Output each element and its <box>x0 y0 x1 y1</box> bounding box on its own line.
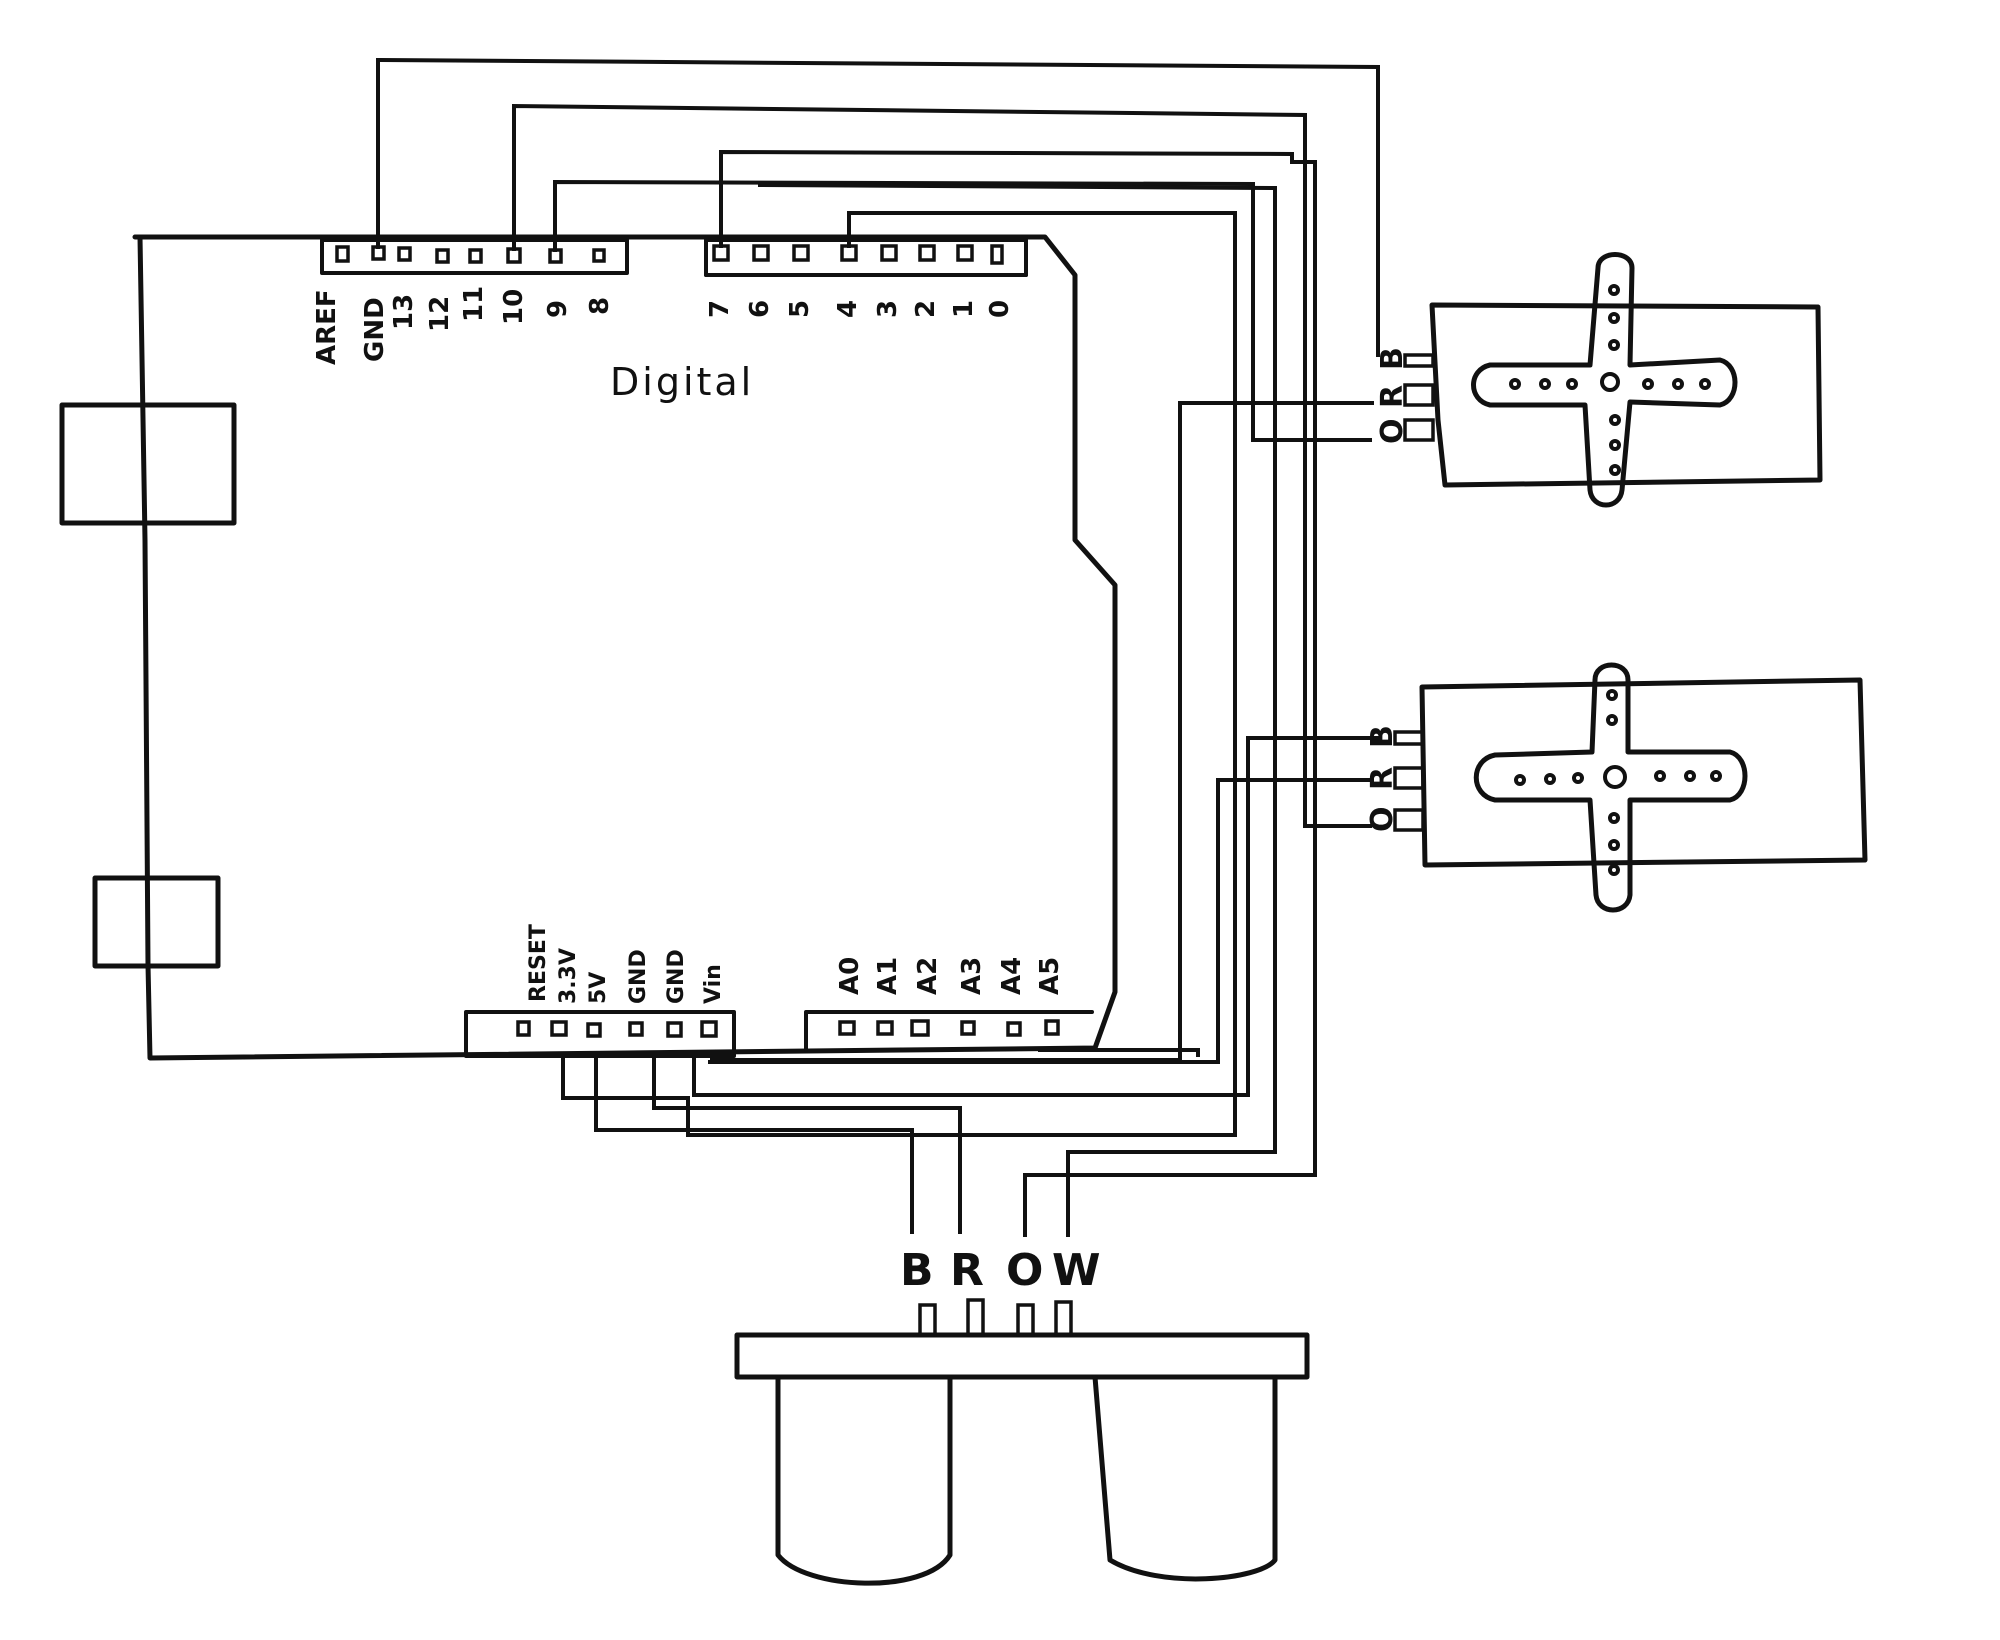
sonar-label-r: R <box>950 1245 986 1296</box>
servo-bottom-label-b: B <box>1365 725 1400 748</box>
pin-label-10: 10 <box>499 289 529 325</box>
pin-label-4: 4 <box>833 300 863 318</box>
wire-servo-top-r <box>710 401 1374 1062</box>
pin-label-12: 12 <box>425 296 455 332</box>
pin-label-1: 1 <box>949 300 979 318</box>
pin-label-13: 13 <box>389 294 419 330</box>
wire-5v-sonar-b <box>594 1054 914 1234</box>
pin-label-3v3: 3.3V <box>556 948 581 1004</box>
pin-label-3: 3 <box>873 300 903 318</box>
pin-label-2: 2 <box>911 300 941 318</box>
sonar-label-o: O <box>1006 1245 1045 1296</box>
pin-label-5v: 5V <box>586 972 611 1004</box>
pin-label-7: 7 <box>705 300 735 318</box>
servo-bottom-pin-b <box>1393 730 1425 746</box>
wire-gnd-servo-bottom-r <box>708 778 1372 1064</box>
sonar-pin-r <box>966 1298 985 1337</box>
pin-label-a5: A5 <box>1035 957 1065 995</box>
wire-6-sonar-w <box>757 182 1277 1237</box>
pin-label-a0: A0 <box>835 957 865 995</box>
sonar-pin-o <box>1016 1303 1035 1337</box>
sonar-pin-w <box>1054 1300 1073 1337</box>
sonar-transducer-right <box>1092 1374 1278 1582</box>
sonar-label-b: B <box>900 1245 936 1296</box>
wire-9-servo-top-o <box>553 179 1372 442</box>
board-label: Digital <box>610 360 754 404</box>
digital-header-left <box>320 238 629 275</box>
arduino-board <box>59 234 1118 1061</box>
sonar-pin-labels: B R O W <box>900 1245 1103 1296</box>
power-jack <box>92 875 221 969</box>
servo-top-pin-b <box>1403 353 1435 368</box>
servo-bottom-pin-labels: B R O <box>1365 725 1400 832</box>
pin-label-gnd-1: GND <box>626 949 651 1004</box>
wire-vin-servo-top-r <box>692 736 1380 1097</box>
wire-7-sonar-o <box>719 149 1317 1237</box>
servo-top-pin-r <box>1403 383 1435 407</box>
pin-label-6: 6 <box>745 300 775 318</box>
pin-label-a3: A3 <box>957 957 987 995</box>
power-pin-labels: RESET 3.3V 5V GND GND Vin <box>526 924 726 1004</box>
pin-label-a4: A4 <box>997 957 1027 995</box>
servo-top <box>1403 252 1823 508</box>
sonar-label-w: W <box>1052 1245 1103 1296</box>
power-header <box>464 1010 736 1058</box>
sonar-transducer-left <box>775 1374 953 1586</box>
usb-connector <box>59 402 237 526</box>
digital-pin-labels: AREF GND 13 12 11 10 9 8 7 6 5 4 3 2 1 0 <box>312 286 1015 365</box>
analog-header <box>804 1010 1094 1052</box>
servo-top-label-o: O <box>1375 418 1410 444</box>
servo-top-label-b: B <box>1375 347 1410 370</box>
servo-bottom-label-r: R <box>1365 767 1400 790</box>
servo-top-label-r: R <box>1375 385 1410 408</box>
pin-label-reset: RESET <box>526 924 551 1002</box>
pin-label-9: 9 <box>543 300 573 318</box>
digital-header-right <box>704 238 1028 277</box>
servo-bottom-label-o: O <box>1365 806 1400 832</box>
pin-label-0: 0 <box>985 300 1015 318</box>
wire-gnd-servo-top-b <box>376 57 1380 357</box>
sonar-pin-b <box>918 1303 937 1337</box>
pin-label-gnd: GND <box>360 297 390 362</box>
analog-pin-labels: A0 A1 A2 A3 A4 A5 <box>835 957 1065 995</box>
pin-label-a2: A2 <box>913 957 943 995</box>
pin-label-vin: Vin <box>701 964 726 1004</box>
pin-label-gnd-2: GND <box>664 949 689 1004</box>
pin-label-8: 8 <box>585 297 615 315</box>
servo-bottom-pin-r <box>1393 766 1425 790</box>
wire-board-right-side <box>1038 1048 1200 1057</box>
wire-10-servo-bottom-o <box>512 103 1372 828</box>
wire-gnd-sonar-r <box>652 1054 962 1234</box>
pin-label-5: 5 <box>785 300 815 318</box>
pin-label-a1: A1 <box>873 957 903 995</box>
pin-label-aref: AREF <box>312 289 342 365</box>
pin-label-11: 11 <box>459 286 489 322</box>
servo-top-pin-labels: B R O <box>1375 347 1410 444</box>
servo-top-pin-o <box>1403 418 1435 442</box>
wires <box>376 57 1380 1237</box>
ultrasonic-sensor <box>734 1298 1310 1586</box>
servo-bottom-pin-o <box>1393 808 1425 832</box>
servo-bottom <box>1393 662 1868 913</box>
